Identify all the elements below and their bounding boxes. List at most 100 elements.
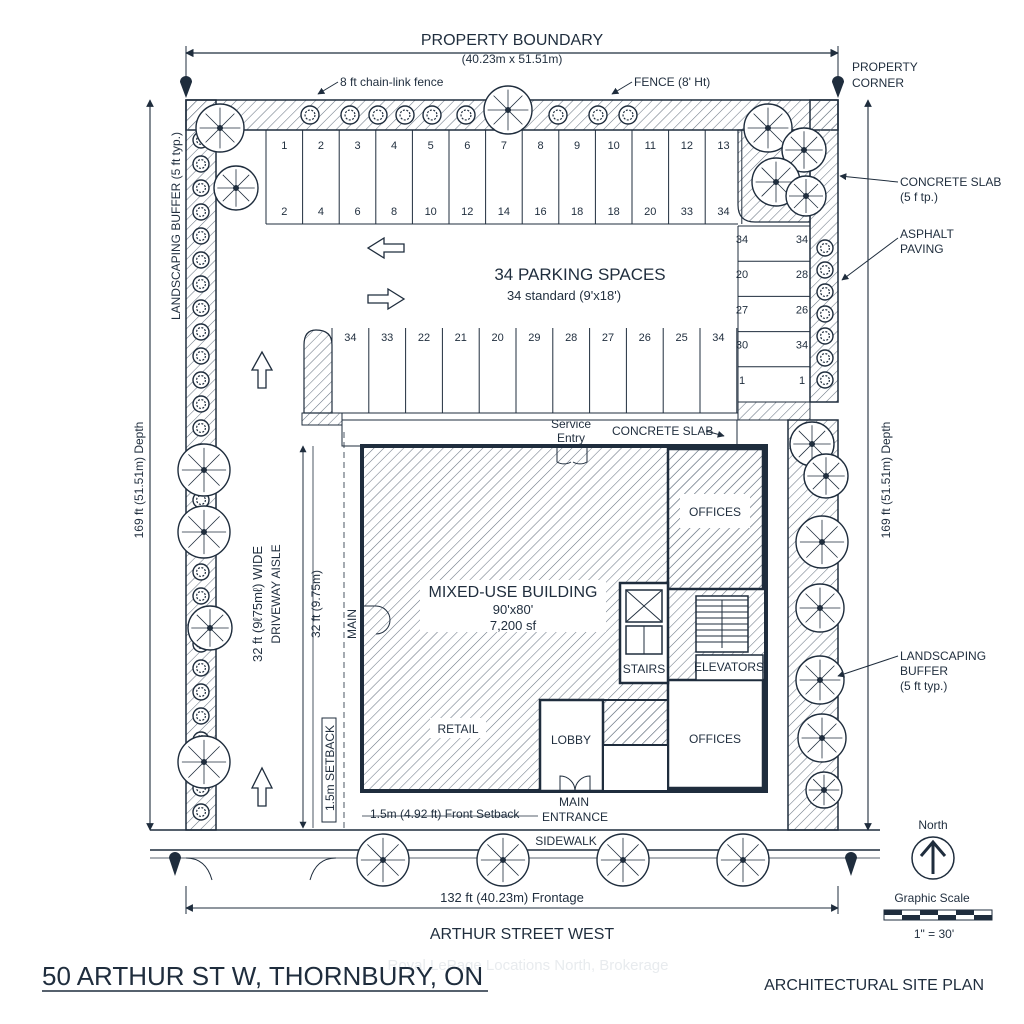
concrete-slab-callout-line1: CONCRETE SLAB [900, 175, 1001, 189]
graphic-scale-value: 1" = 30' [914, 927, 954, 941]
stall-number: 4 [391, 140, 397, 152]
stall-number: 29 [528, 332, 540, 344]
property-boundary-title: PROPERTY BOUNDARY [421, 32, 604, 49]
stall-number: 5 [428, 140, 434, 152]
offices-top-label: OFFICES [689, 505, 741, 519]
tree-icon [795, 583, 845, 633]
stall-number: 13 [717, 140, 729, 152]
stall-number: 1 [739, 375, 745, 387]
asphalt-callout-line2: PAVING [900, 242, 944, 256]
tree-icon [785, 175, 827, 217]
shrub-icon [300, 105, 320, 125]
landscape-buffer-callout-line1: LANDSCAPING [900, 649, 986, 663]
stall-number: 10 [608, 140, 620, 152]
stall-number: 28 [796, 269, 808, 281]
shrub-icon [192, 227, 210, 245]
stall-number: 1 [281, 140, 287, 152]
building-area: 7,200 sf [490, 618, 537, 633]
traffic-arrow-up [250, 350, 274, 389]
concrete-slab-callout-line2: (5 f tp.) [900, 190, 938, 204]
address-title: 50 ARTHUR ST W, THORNBURY, ON [42, 961, 483, 991]
main-entrance-label-line2: ENTRANCE [542, 810, 608, 824]
tree-icon [795, 655, 845, 705]
property-corner-label-line1: PROPERTY [852, 60, 918, 74]
service-entry-label-line1: Service [551, 417, 591, 431]
offices-bottom-label: OFFICES [689, 732, 741, 746]
shrub-icon [192, 803, 210, 821]
left-buffer-label: LANDSCAPING BUFFER (5 ft typ.) [169, 132, 183, 320]
tree-icon [797, 713, 847, 763]
tree-icon [476, 833, 530, 887]
stall-number: 30 [736, 340, 748, 352]
stall-number: 8 [537, 140, 543, 152]
shrub-icon [816, 261, 834, 279]
driveway-width-label: 32 ft (9ℓ75mℓ) WIDE [250, 546, 265, 662]
tree-icon [483, 85, 533, 135]
street-trees [356, 833, 770, 887]
stall-number: 18 [608, 206, 620, 218]
shrub-icon [192, 275, 210, 293]
shrub-icon [192, 203, 210, 221]
tree-icon [177, 443, 231, 497]
stall-number: 8 [391, 206, 397, 218]
tree-icon [716, 833, 770, 887]
north-arrow-icon [911, 836, 955, 880]
shrub-icon [192, 371, 210, 389]
stall-number: 16 [534, 206, 546, 218]
shrub-icon [192, 395, 210, 413]
shrub-icon [192, 707, 210, 725]
shrub-icon [618, 105, 638, 125]
stall-number: 21 [455, 332, 467, 344]
stall-number: 27 [602, 332, 614, 344]
stall-number: 20 [644, 206, 656, 218]
trees [177, 85, 849, 809]
sidewalk-label: SIDEWALK [535, 834, 597, 848]
stairs-label: STAIRS [623, 662, 665, 676]
shrub-icon [456, 105, 476, 125]
traffic-arrow-up-lower [250, 766, 274, 807]
right-shrub-row [816, 239, 834, 389]
tree-icon [187, 605, 233, 651]
shrub-icon [816, 349, 834, 367]
shrub-icon [368, 105, 388, 125]
retail-label: RETAIL [437, 722, 478, 736]
fence-height-label: FENCE (8' Ht) [634, 75, 710, 89]
right-depth-label: 169 ft (51.51m) Depth [879, 422, 893, 539]
tree-icon [195, 103, 245, 153]
tree-icon [803, 453, 849, 499]
building-size: 90'x80' [493, 602, 533, 617]
stall-number: 6 [354, 206, 360, 218]
chain-link-fence-label: 8 ft chain-link fence [340, 75, 444, 89]
street-name: ARTHUR STREET WEST [430, 926, 615, 943]
shrub-icon [422, 105, 442, 125]
main-entrance-label-line1: MAIN [559, 795, 589, 809]
stall-number: 6 [464, 140, 470, 152]
driveway-dimension-label: 32 ft (9.75m) [309, 570, 323, 638]
mixed-use-building [360, 444, 768, 793]
shrub-icon [816, 371, 834, 389]
stall-number: 2 [318, 140, 324, 152]
tree-icon [795, 515, 849, 569]
shrub-icon [548, 105, 568, 125]
asphalt-callout-line1: ASPHALT [900, 227, 954, 241]
shrub-icon [192, 683, 210, 701]
stall-number: 34 [736, 234, 748, 246]
front-setback-label: 1.5m (4.92 ft) Front Setback [370, 807, 520, 821]
shrub-icon [340, 105, 360, 125]
frontage-label: 132 ft (40.23m) Frontage [440, 890, 584, 905]
shrub-icon [816, 327, 834, 345]
landscape-buffer-callout-line3: (5 ft typ.) [900, 679, 947, 693]
shrub-icon [192, 347, 210, 365]
stall-number: 34 [712, 332, 724, 344]
tree-icon [781, 127, 827, 173]
property-boundary-dims: (40.23m x 51.51m) [462, 52, 563, 66]
traffic-arrow-left [366, 236, 405, 260]
concrete-slab-label: CONCRETE SLAB [612, 424, 713, 438]
stall-number: 2 [281, 206, 287, 218]
shrub-icon [816, 239, 834, 257]
left-depth-label: 169 ft (51.51m) Depth [132, 422, 146, 539]
tree-icon [177, 505, 231, 559]
shrub-icon [192, 419, 210, 437]
driveway-aisle-label: DRIVEWAY AISLE [269, 544, 283, 643]
